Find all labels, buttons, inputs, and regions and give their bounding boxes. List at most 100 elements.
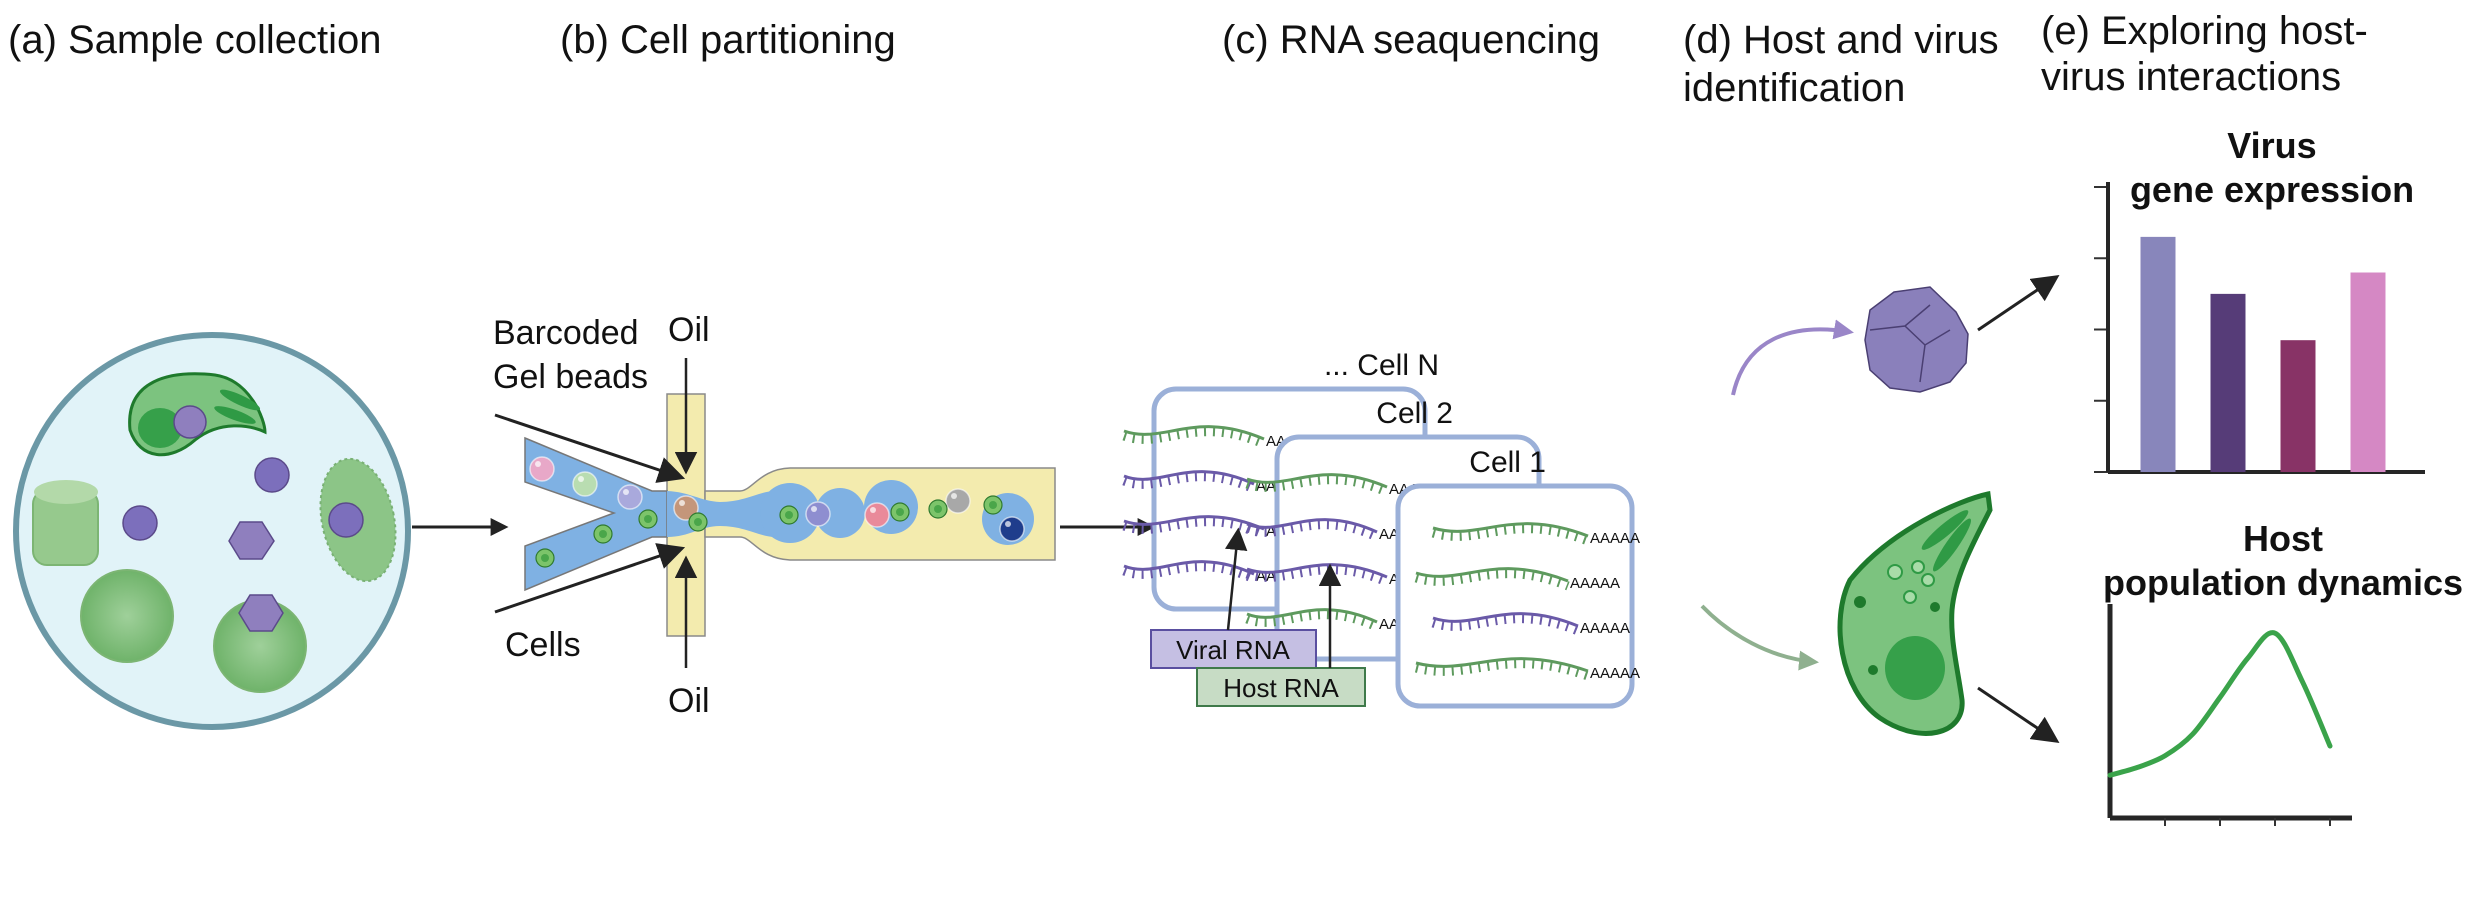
bar-3: [2280, 340, 2316, 472]
virus-id-arrow: [1731, 319, 1854, 396]
viral-rna-bases: [1122, 517, 1266, 539]
polya-tail: AAAAA: [1590, 530, 1640, 547]
viral-rna-strand: [1246, 518, 1378, 534]
sample-collection: [13, 332, 411, 730]
host-to-chart-arrow: [1977, 686, 2060, 744]
chart-title-line: Host: [2243, 518, 2323, 559]
cell-label: ... Cell N: [1324, 349, 1439, 382]
oil-bottom-label: Oil: [668, 682, 710, 720]
gel-bead: [864, 502, 890, 528]
cell-nucleus: [541, 554, 549, 562]
host-rna-strand: [1246, 608, 1378, 624]
host-rna-strand: [1415, 657, 1589, 673]
viral-rna-label: Viral RNA: [1176, 635, 1290, 665]
cell-nucleus: [694, 518, 702, 526]
viral-rna-strand: [1123, 560, 1255, 576]
host-alga-icon: [1837, 490, 1993, 736]
viral-rna-bases: [1245, 520, 1379, 542]
bead-highlight: [578, 476, 584, 482]
host-rna-bases: [1414, 659, 1590, 681]
gel-bead: [529, 456, 555, 482]
gel-bead: [617, 484, 643, 510]
cell-nucleus: [934, 505, 942, 513]
oil-top-label: Oil: [668, 311, 710, 349]
stage-a-title: (a) Sample collection: [8, 18, 382, 62]
beads-arrow: [494, 413, 686, 483]
virus-icon: [238, 594, 284, 632]
cell-nucleus: [896, 508, 904, 516]
viral-rna-strand: [1432, 612, 1579, 628]
droplet: [815, 488, 865, 538]
cells-arrow: [494, 543, 686, 614]
host-id-arrow: [1700, 604, 1819, 671]
stage-b-title: (b) Cell partitioning: [560, 18, 896, 62]
gel-bead: [945, 488, 971, 514]
virus-icon: [228, 521, 275, 560]
viral-rna-strand: [1246, 563, 1388, 579]
viral-rna-strand: [1123, 470, 1255, 486]
virus-capsid-icon: [1864, 286, 1969, 393]
gel-bead: [999, 516, 1025, 542]
host-rna-strand: [1246, 473, 1388, 489]
bead-highlight: [679, 500, 685, 506]
cell-nucleus: [599, 530, 607, 538]
host-rna-label: Host RNA: [1223, 673, 1339, 703]
host-rna-bases: [1122, 427, 1266, 449]
host-rna-label-box: [1196, 667, 1366, 707]
viral-rna-bases: [1245, 565, 1389, 587]
bead-highlight: [1005, 521, 1011, 527]
host-rna-strand: [1123, 425, 1265, 441]
bead-highlight: [535, 461, 541, 467]
chart-title-line: gene expression: [2130, 169, 2414, 210]
bead-highlight: [951, 493, 957, 499]
host-rna-strand: [1415, 567, 1569, 583]
viral-rna-bases: [1122, 472, 1256, 494]
virus-icon: [122, 505, 158, 541]
virus-icon: [173, 405, 207, 439]
host-rna-strand: [1432, 522, 1589, 538]
chart-title-line: population dynamics: [2103, 562, 2463, 603]
chart-title-line: Virus: [2227, 125, 2316, 166]
cell-1-box: [1395, 483, 1635, 709]
population-line: [2107, 630, 2333, 778]
viral-rna-strand: [1123, 515, 1265, 531]
virus-to-chart-arrow: [1977, 274, 2060, 332]
stage-c-title: (c) RNA seaquencing: [1222, 18, 1600, 62]
cell-label: Cell 1: [1469, 446, 1546, 479]
virus-icon: [328, 502, 364, 538]
inlet-channels: [524, 436, 668, 592]
host-rna-bases: [1245, 475, 1389, 497]
bar-4: [2350, 272, 2386, 472]
virus-icon: [254, 457, 290, 493]
gel-bead: [805, 501, 831, 527]
beads-label-1: Barcoded: [493, 314, 639, 352]
coccolith-icon: [80, 569, 174, 663]
polya-tail: AAAAA: [1590, 665, 1640, 682]
cell-label: Cell 2: [1376, 397, 1453, 430]
beads-and-cells: [529, 456, 1025, 568]
cell-nucleus: [989, 501, 997, 509]
stage-d-title: (d) Host and virus identification: [1683, 18, 1999, 110]
cell-nucleus: [785, 511, 793, 519]
bead-highlight: [623, 489, 629, 495]
alga-cell-icon: [128, 372, 267, 457]
viral-rna-pointer: [1224, 527, 1248, 631]
polya-tail: AAAAA: [1570, 575, 1620, 592]
cells-label: Cells: [505, 626, 581, 664]
cell-nucleus: [644, 515, 652, 523]
rna-sequencing: ... Cell NAAAAAAAAAAAAAAAAAAAACell 2AAAA…: [1122, 349, 1640, 709]
stage-e-title: (e) Exploring host- virus interactions: [2041, 9, 2368, 99]
beads-label-2: Gel beads: [493, 358, 648, 396]
bead-highlight: [811, 506, 817, 512]
bar-1: [2140, 236, 2176, 472]
viral-rna-bases: [1122, 562, 1256, 584]
host-rna-bases: [1245, 610, 1379, 632]
bead-highlight: [870, 507, 876, 513]
bar-2: [2210, 293, 2246, 472]
polya-tail: AAAAA: [1580, 620, 1630, 637]
ciliate-cell-icon: [319, 457, 397, 583]
diatom-icon: [32, 480, 99, 566]
